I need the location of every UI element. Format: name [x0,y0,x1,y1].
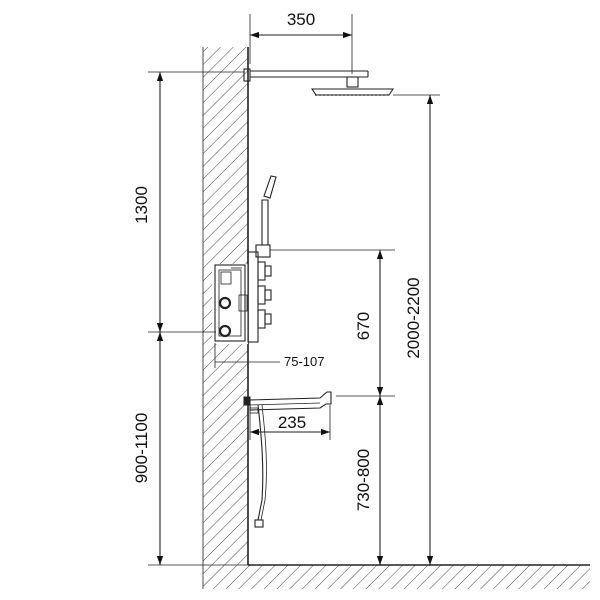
label-235: 235 [278,413,306,432]
dimension-total-height: 2000-2200 [393,94,440,565]
bath-spout [243,391,332,414]
label-900-1100: 900-1100 [132,413,151,484]
dimension-spout-height: 730-800 [354,396,384,565]
wall [202,47,590,589]
label-730-800: 730-800 [354,449,373,511]
label-75-107: 75-107 [284,354,324,369]
dimension-arm-length: 350 [249,10,353,74]
label-670: 670 [354,312,373,340]
dimension-mixer-to-spout: 670 [270,249,395,397]
hand-shower [254,175,277,528]
dimension-head-to-mixer: 1300 [132,71,244,333]
concealed-box [214,264,248,342]
dimension-spout-reach: 235 [249,405,331,440]
label-1300: 1300 [132,186,151,224]
dimension-recess-depth: 75-107 [214,343,324,369]
dimension-floor-to-mixer: 900-1100 [132,332,248,566]
label-2000-2200: 2000-2200 [404,277,423,358]
mixer-faceplate [247,251,272,343]
overhead-shower [243,68,395,96]
label-350: 350 [287,10,315,29]
